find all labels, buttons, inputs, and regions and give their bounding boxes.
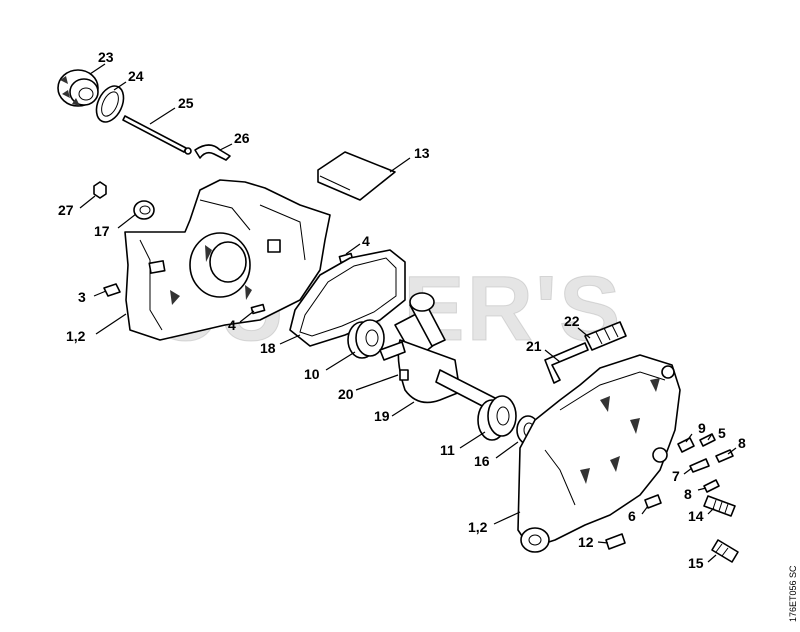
label-21: 21 — [526, 338, 542, 354]
part-labels: 23 24 25 26 13 27 17 4 3 4 1,2 18 22 21 … — [58, 49, 746, 571]
part-21-rod — [544, 342, 589, 384]
label-20: 20 — [338, 386, 354, 402]
part-15-stud — [711, 539, 739, 563]
part-27-nut — [93, 181, 107, 199]
label-17: 17 — [94, 223, 110, 239]
part-24-washer — [95, 85, 125, 123]
part-17-seal — [133, 200, 155, 220]
label-6: 6 — [628, 508, 636, 524]
part-9-stud — [677, 437, 695, 453]
part-6-screw — [644, 494, 662, 509]
label-24: 24 — [128, 68, 144, 84]
part-14-stud — [703, 495, 736, 517]
label-8-lower: 8 — [684, 486, 692, 502]
part-11-bearing — [477, 395, 517, 441]
part-25-rod — [122, 115, 192, 155]
label-18: 18 — [260, 340, 276, 356]
label-15: 15 — [688, 555, 704, 571]
label-12: 12 — [578, 534, 594, 550]
label-22: 22 — [564, 313, 580, 329]
label-8-upper: 8 — [738, 435, 746, 451]
part-12-screw — [605, 533, 626, 550]
part-13-plate — [317, 151, 396, 201]
label-10: 10 — [304, 366, 320, 382]
part-23-nut — [57, 69, 99, 107]
drawing-code: 176ET056 SC — [788, 565, 798, 622]
part-3-screw — [103, 283, 121, 297]
part-8-screw-lower — [703, 479, 720, 493]
label-4-lower: 4 — [228, 317, 236, 333]
label-7: 7 — [672, 468, 680, 484]
label-27: 27 — [58, 202, 74, 218]
label-1-2-right: 1,2 — [468, 519, 488, 535]
label-13: 13 — [414, 145, 430, 161]
crankcase-left-half — [124, 179, 331, 341]
label-3: 3 — [78, 289, 86, 305]
label-23: 23 — [98, 49, 114, 65]
part-22-bolt — [584, 321, 627, 351]
label-16: 16 — [474, 453, 490, 469]
part-4-pin-lower — [250, 303, 266, 315]
part-19-crankshaft — [379, 292, 496, 411]
part-18-gasket — [289, 249, 406, 347]
crankcase-right-half — [517, 354, 681, 553]
label-25: 25 — [178, 95, 194, 111]
part-26-clip — [194, 144, 231, 161]
label-9: 9 — [698, 420, 706, 436]
label-26: 26 — [234, 130, 250, 146]
label-11: 11 — [440, 442, 455, 458]
label-1-2-left: 1,2 — [66, 328, 86, 344]
label-4-upper: 4 — [362, 233, 370, 249]
part-7-screw — [689, 458, 710, 473]
label-5: 5 — [718, 425, 726, 441]
label-14: 14 — [688, 508, 704, 524]
label-19: 19 — [374, 408, 390, 424]
part-10-bearing — [347, 319, 385, 359]
leader-lines — [79, 63, 737, 563]
part-20-key — [399, 369, 409, 381]
part-5-screw — [699, 433, 716, 447]
